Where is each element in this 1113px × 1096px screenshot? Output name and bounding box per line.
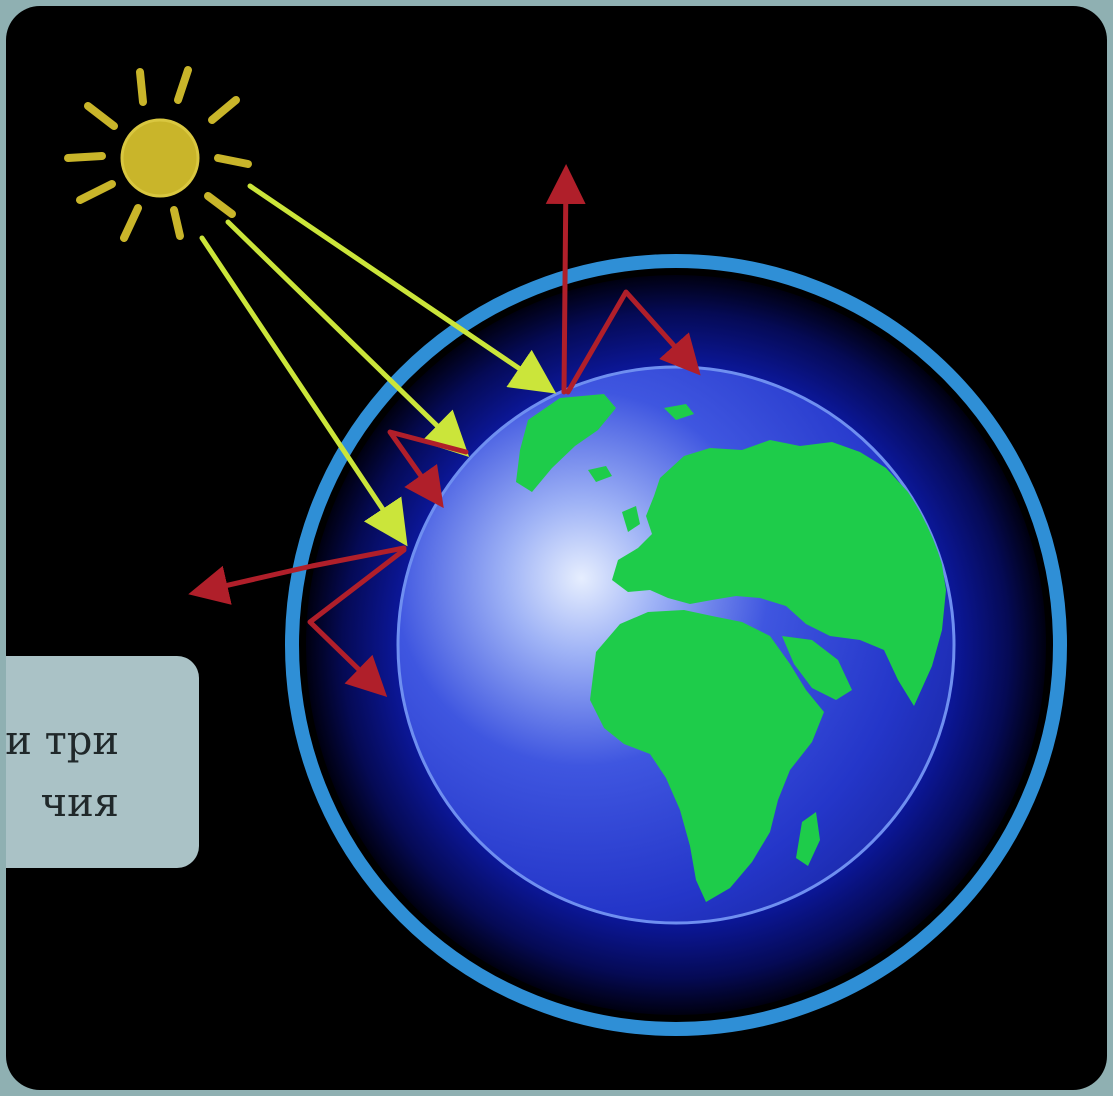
iceland-landmass <box>588 466 612 482</box>
earth-globe-icon <box>396 365 956 925</box>
diagram-panel: и три чия <box>6 6 1107 1090</box>
atmosphere-ring <box>285 254 1067 1036</box>
reflected-ray-out <box>188 545 407 605</box>
escaping-ray <box>545 164 586 395</box>
sun-icon <box>64 66 252 242</box>
greenland-landmass <box>516 394 616 492</box>
incoming-rays <box>199 183 557 547</box>
africa-landmass <box>590 610 824 902</box>
greenhouse-diagram <box>64 66 1067 1036</box>
eurasia-landmass <box>612 440 946 706</box>
madagascar-landmass <box>796 812 820 866</box>
incoming-ray-2 <box>225 219 470 457</box>
british-isles <box>622 506 640 532</box>
caption-line-1: и три <box>6 718 119 764</box>
arabia-landmass <box>782 636 852 700</box>
incoming-ray-3 <box>199 235 408 547</box>
caption-line-2: чия <box>40 780 119 826</box>
caption-box: и три чия <box>6 656 199 868</box>
reflected-ray-bottom <box>307 547 407 697</box>
incoming-ray-1 <box>247 183 557 394</box>
arctic-island <box>664 404 694 420</box>
reflected-rays <box>188 164 701 697</box>
reflected-ray-middle <box>387 429 469 509</box>
reflected-ray-top <box>565 289 701 395</box>
